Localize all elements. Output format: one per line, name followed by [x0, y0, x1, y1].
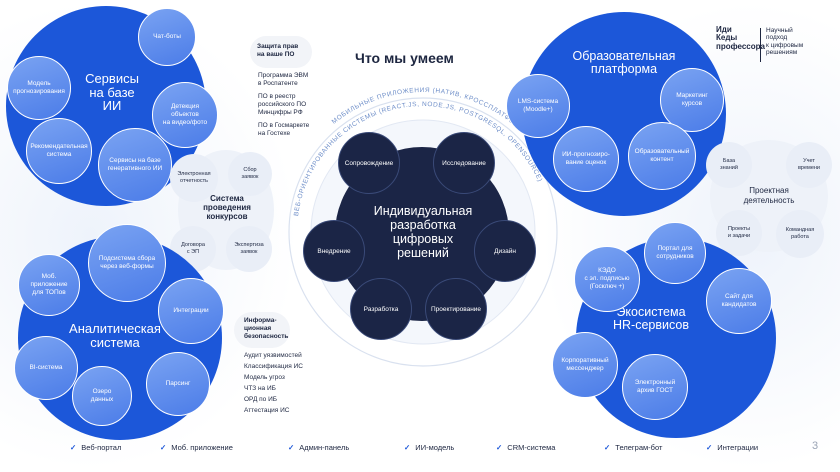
- contest-expertise[interactable]: Экспертиза заявок: [226, 226, 272, 272]
- ai-generative[interactable]: Сервисы на базе генеративного ИИ: [98, 128, 172, 202]
- check-icon: ✓: [604, 443, 611, 452]
- petal-research[interactable]: Исследование: [433, 132, 495, 194]
- ai-forecast-model[interactable]: Модель прогнозирования: [7, 56, 71, 120]
- logo-divider: [760, 28, 761, 62]
- edu-content[interactable]: Образовательный контент: [628, 122, 696, 190]
- hr-archive[interactable]: Электронный архив ГОСТ: [622, 354, 688, 420]
- edu-lms[interactable]: LMS-система (Moodle+): [506, 74, 570, 138]
- proj-knowledge[interactable]: База знаний: [706, 142, 752, 188]
- center-title: Индивидуальная разработка цифровых решен…: [373, 204, 473, 260]
- proj-teamwork[interactable]: Командная работа: [776, 210, 824, 258]
- analytics-parsing[interactable]: Парсинг: [146, 352, 210, 416]
- hr-portal[interactable]: Портал для сотрудников: [644, 222, 706, 284]
- outer-ring: [288, 97, 558, 367]
- infosec-title-bubble: [234, 312, 290, 348]
- infosec-item-3: Модель угроз: [244, 374, 285, 381]
- education-title: Образовательная платформа: [572, 49, 676, 77]
- infosec-box: Информа- ционная безопасность Аудит уязв…: [232, 312, 322, 422]
- footer-item-mobile-app: ✓Моб. приложение: [160, 443, 233, 452]
- edu-marketing[interactable]: Маркетинг курсов: [660, 68, 724, 132]
- ai-object-detection[interactable]: Детекция объектов на видео/фото: [152, 82, 218, 148]
- proj-time[interactable]: Учет времени: [786, 142, 832, 188]
- logo-tagline: Научный подход к цифровым решениям: [766, 27, 804, 57]
- proj-tasks[interactable]: Проекты и задачи: [716, 210, 762, 256]
- petal-engineering[interactable]: Проектирование: [425, 278, 487, 340]
- infosec-title: Информа- ционная безопасность: [244, 317, 289, 340]
- edu-ai-grades[interactable]: ИИ-прогнозиро- вание оценок: [553, 126, 619, 192]
- logo: Иди Кеды профессора Научный подход к циф…: [716, 25, 826, 66]
- hr-messenger[interactable]: Корпоративный мессенджер: [552, 332, 618, 398]
- petal-design[interactable]: Дизайн: [474, 220, 536, 282]
- infosec-item-5: ОРД по ИБ: [244, 396, 278, 403]
- check-icon: ✓: [496, 443, 503, 452]
- check-icon: ✓: [288, 443, 295, 452]
- check-icon: ✓: [160, 443, 167, 452]
- infosec-item-2: Классификация ИС: [244, 363, 303, 370]
- footer-item-crm: ✓CRM-система: [496, 443, 556, 452]
- ai-services-title: Сервисы на базе ИИ: [85, 71, 139, 114]
- infosec-item-6: Аттестация ИС: [244, 407, 290, 414]
- check-icon: ✓: [70, 443, 77, 452]
- protection-item-2: ПО в реестр российского ПО Минцифры РФ: [258, 93, 307, 117]
- infosec-item-4: ЧТЗ на ИБ: [244, 385, 276, 392]
- protection-box: Защита прав на ваше ПО Программа ЭВМ в Р…: [250, 30, 330, 140]
- analytics-webforms[interactable]: Подсистема сбора через веб-формы: [88, 224, 166, 302]
- protection-title-bubble: [250, 36, 312, 68]
- footer-item-admin-panel: ✓Админ-панель: [288, 443, 350, 452]
- contest-title: Система проведения конкурсов: [203, 194, 251, 222]
- protection-item-1: Программа ЭВМ в Роспатенте: [258, 72, 309, 88]
- hr-kedo[interactable]: КЭДО с эл. подписью (Госключ +): [574, 246, 640, 312]
- petal-deployment[interactable]: Внедрение: [303, 220, 365, 282]
- protection-item-3: ПО в Госмаркете на Гостехе: [258, 122, 310, 138]
- projects-title: Проектная деятельность: [743, 186, 795, 205]
- hr-candidate-site[interactable]: Сайт для кандидатов: [706, 268, 772, 334]
- check-icon: ✓: [404, 443, 411, 452]
- footer-item-web-portal: ✓Веб-портал: [70, 443, 122, 452]
- contest-applications[interactable]: Сбор заявок: [228, 152, 272, 196]
- analytics-integrations[interactable]: Интеграции: [158, 278, 224, 344]
- footer-item-ai-model: ✓ИИ-модель: [404, 443, 455, 452]
- analytics-title: Аналитическая система: [69, 321, 161, 350]
- ai-chatbots[interactable]: Чат-боты: [138, 8, 196, 66]
- petal-development[interactable]: Разработка: [350, 278, 412, 340]
- protection-title: Защита прав на ваше ПО: [257, 43, 299, 58]
- footer-item-telegram-bot: ✓Телеграм-бот: [604, 443, 663, 452]
- infosec-item-1: Аудит уязвимостей: [244, 352, 302, 359]
- page-title: Что мы умеем: [355, 50, 454, 66]
- analytics-mobile-app[interactable]: Моб. приложение для ТОПов: [18, 254, 80, 316]
- check-icon: ✓: [706, 443, 713, 452]
- contest-reporting[interactable]: Электронная отчетность: [170, 154, 218, 202]
- footer-item-integrations: ✓Интеграции: [706, 443, 759, 452]
- petal-support[interactable]: Сопровождение: [338, 132, 400, 194]
- logo-wordmark: Иди Кеды профессора: [716, 25, 765, 51]
- hr-title: Экосистема HR-сервисов: [613, 305, 689, 333]
- ai-recommender[interactable]: Рекомендательная система: [26, 118, 92, 184]
- analytics-bi[interactable]: BI-система: [14, 336, 78, 400]
- page-number: 3: [812, 440, 819, 452]
- analytics-datalake[interactable]: Озеро данных: [72, 366, 132, 426]
